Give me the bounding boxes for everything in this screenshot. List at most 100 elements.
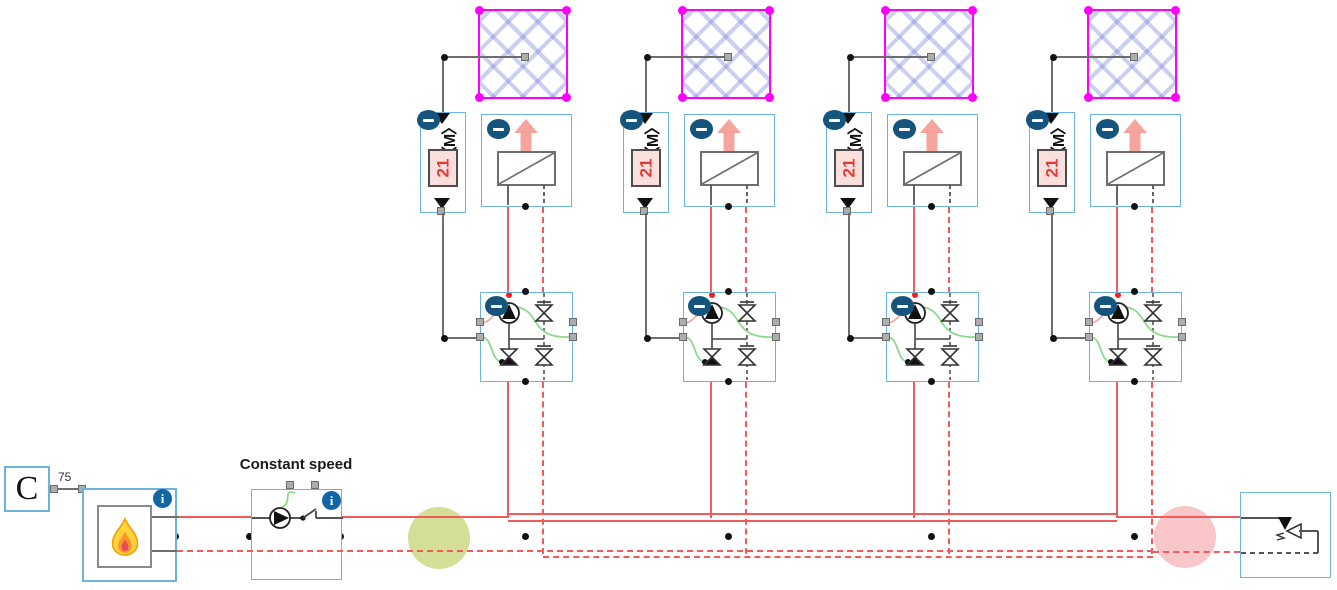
- room-thermostat-block[interactable]: 〈M〉 21: [823, 110, 872, 213]
- selection-corner-dot[interactable]: [1084, 93, 1093, 102]
- control-wire: [443, 337, 480, 339]
- room-thermostat-block[interactable]: 〈M〉 21: [620, 110, 669, 213]
- wire-elbow-dot: [643, 334, 651, 342]
- collapse-icon[interactable]: [1094, 296, 1117, 316]
- circuit-pump-block[interactable]: [683, 292, 776, 382]
- collapse-icon[interactable]: [487, 119, 510, 139]
- room-thermostat-block[interactable]: 〈M〉 21: [1026, 110, 1075, 213]
- signal-handle[interactable]: [286, 481, 294, 489]
- room-air-handle[interactable]: [521, 53, 529, 61]
- pipe-node-dot: [724, 202, 732, 210]
- heating-zone-unit: 〈M〉 21: [1026, 0, 1191, 560]
- selection-corner-dot[interactable]: [562, 93, 571, 102]
- signal-handle[interactable]: [843, 207, 851, 215]
- pipe-node-dot: [521, 287, 529, 295]
- room-thermostat-block[interactable]: 〈M〉 21: [417, 110, 466, 213]
- radiator-block[interactable]: [684, 114, 775, 207]
- sensor-wire: [442, 57, 444, 113]
- room-air-handle[interactable]: [1130, 53, 1138, 61]
- setpoint-display[interactable]: 21: [834, 149, 864, 187]
- port-handle[interactable]: [975, 318, 983, 326]
- port-handle[interactable]: [569, 318, 577, 326]
- collapse-icon[interactable]: [893, 119, 916, 139]
- collapse-icon[interactable]: [417, 110, 440, 130]
- port-handle[interactable]: [1085, 318, 1093, 326]
- circuit-pump-block[interactable]: [886, 292, 979, 382]
- collapse-icon[interactable]: [823, 110, 846, 130]
- port-handle[interactable]: [1178, 318, 1186, 326]
- selection-corner-dot[interactable]: [678, 6, 687, 15]
- circuit-pump-block[interactable]: [480, 292, 573, 382]
- port-handle[interactable]: [679, 333, 687, 341]
- collapse-icon[interactable]: [1026, 110, 1049, 130]
- radiator-symbol: [1106, 119, 1165, 205]
- collapse-icon[interactable]: [485, 296, 508, 316]
- port-handle[interactable]: [569, 333, 577, 341]
- bypass-valve-block[interactable]: [1240, 492, 1331, 578]
- selection-corner-dot[interactable]: [1084, 6, 1093, 15]
- radiator-block[interactable]: [887, 114, 978, 207]
- setpoint-source-block[interactable]: C: [4, 466, 50, 512]
- port-handle[interactable]: [772, 333, 780, 341]
- info-icon[interactable]: i: [322, 491, 341, 510]
- collapse-icon[interactable]: [1096, 119, 1119, 139]
- port-handle[interactable]: [1178, 333, 1186, 341]
- selection-corner-dot[interactable]: [475, 6, 484, 15]
- radiator-symbol: [497, 119, 556, 205]
- setpoint-value: 21: [432, 158, 452, 178]
- selection-corner-dot[interactable]: [1171, 6, 1180, 15]
- signal-handle[interactable]: [1046, 207, 1054, 215]
- setpoint-display[interactable]: 21: [631, 149, 661, 187]
- setpoint-display[interactable]: 21: [428, 149, 458, 187]
- selection-corner-dot[interactable]: [765, 6, 774, 15]
- control-wire: [1052, 337, 1089, 339]
- room-air-handle[interactable]: [927, 53, 935, 61]
- selection-corner-dot[interactable]: [765, 93, 774, 102]
- port-handle[interactable]: [1085, 333, 1093, 341]
- radiator-symbol: [903, 119, 962, 205]
- boiler-body: [97, 505, 152, 568]
- signal-handle[interactable]: [311, 481, 319, 489]
- port-handle[interactable]: [772, 318, 780, 326]
- selection-corner-dot[interactable]: [881, 93, 890, 102]
- radiator-block[interactable]: [481, 114, 572, 207]
- sensor-wire: [848, 57, 850, 113]
- info-glyph: i: [160, 490, 165, 506]
- selection-corner-dot[interactable]: [1171, 93, 1180, 102]
- port-handle[interactable]: [882, 318, 890, 326]
- port-handle[interactable]: [882, 333, 890, 341]
- selection-corner-dot[interactable]: [678, 93, 687, 102]
- port-handle[interactable]: [679, 318, 687, 326]
- pipe-node-dot: [724, 377, 732, 385]
- selection-corner-dot[interactable]: [968, 6, 977, 15]
- setpoint-display[interactable]: 21: [1037, 149, 1067, 187]
- signal-handle[interactable]: [640, 207, 648, 215]
- port-handle[interactable]: [975, 333, 983, 341]
- circuit-pump-block[interactable]: [1089, 292, 1182, 382]
- output-arrow-icon: [434, 198, 450, 209]
- info-icon[interactable]: i: [153, 489, 172, 508]
- selection-corner-dot[interactable]: [562, 6, 571, 15]
- selection-corner-dot[interactable]: [968, 93, 977, 102]
- collapse-icon[interactable]: [690, 119, 713, 139]
- signal-handle[interactable]: [50, 485, 58, 493]
- collapse-icon[interactable]: [688, 296, 711, 316]
- pipe-node-dot: [724, 287, 732, 295]
- port-handle[interactable]: [476, 318, 484, 326]
- room-air-handle[interactable]: [724, 53, 732, 61]
- supply-pipe: [508, 520, 1117, 522]
- setpoint-value: 21: [1041, 158, 1061, 178]
- radiator-block[interactable]: [1090, 114, 1181, 207]
- collapse-icon[interactable]: [620, 110, 643, 130]
- return-pipe: [543, 556, 1153, 558]
- selection-corner-dot[interactable]: [881, 6, 890, 15]
- control-wire: [849, 337, 886, 339]
- signal-handle[interactable]: [437, 207, 445, 215]
- room-block[interactable]: [881, 6, 977, 102]
- collapse-icon[interactable]: [891, 296, 914, 316]
- pipe-node-dot: [1130, 202, 1138, 210]
- selection-corner-dot[interactable]: [475, 93, 484, 102]
- port-handle[interactable]: [476, 333, 484, 341]
- sensor-wire: [645, 57, 647, 113]
